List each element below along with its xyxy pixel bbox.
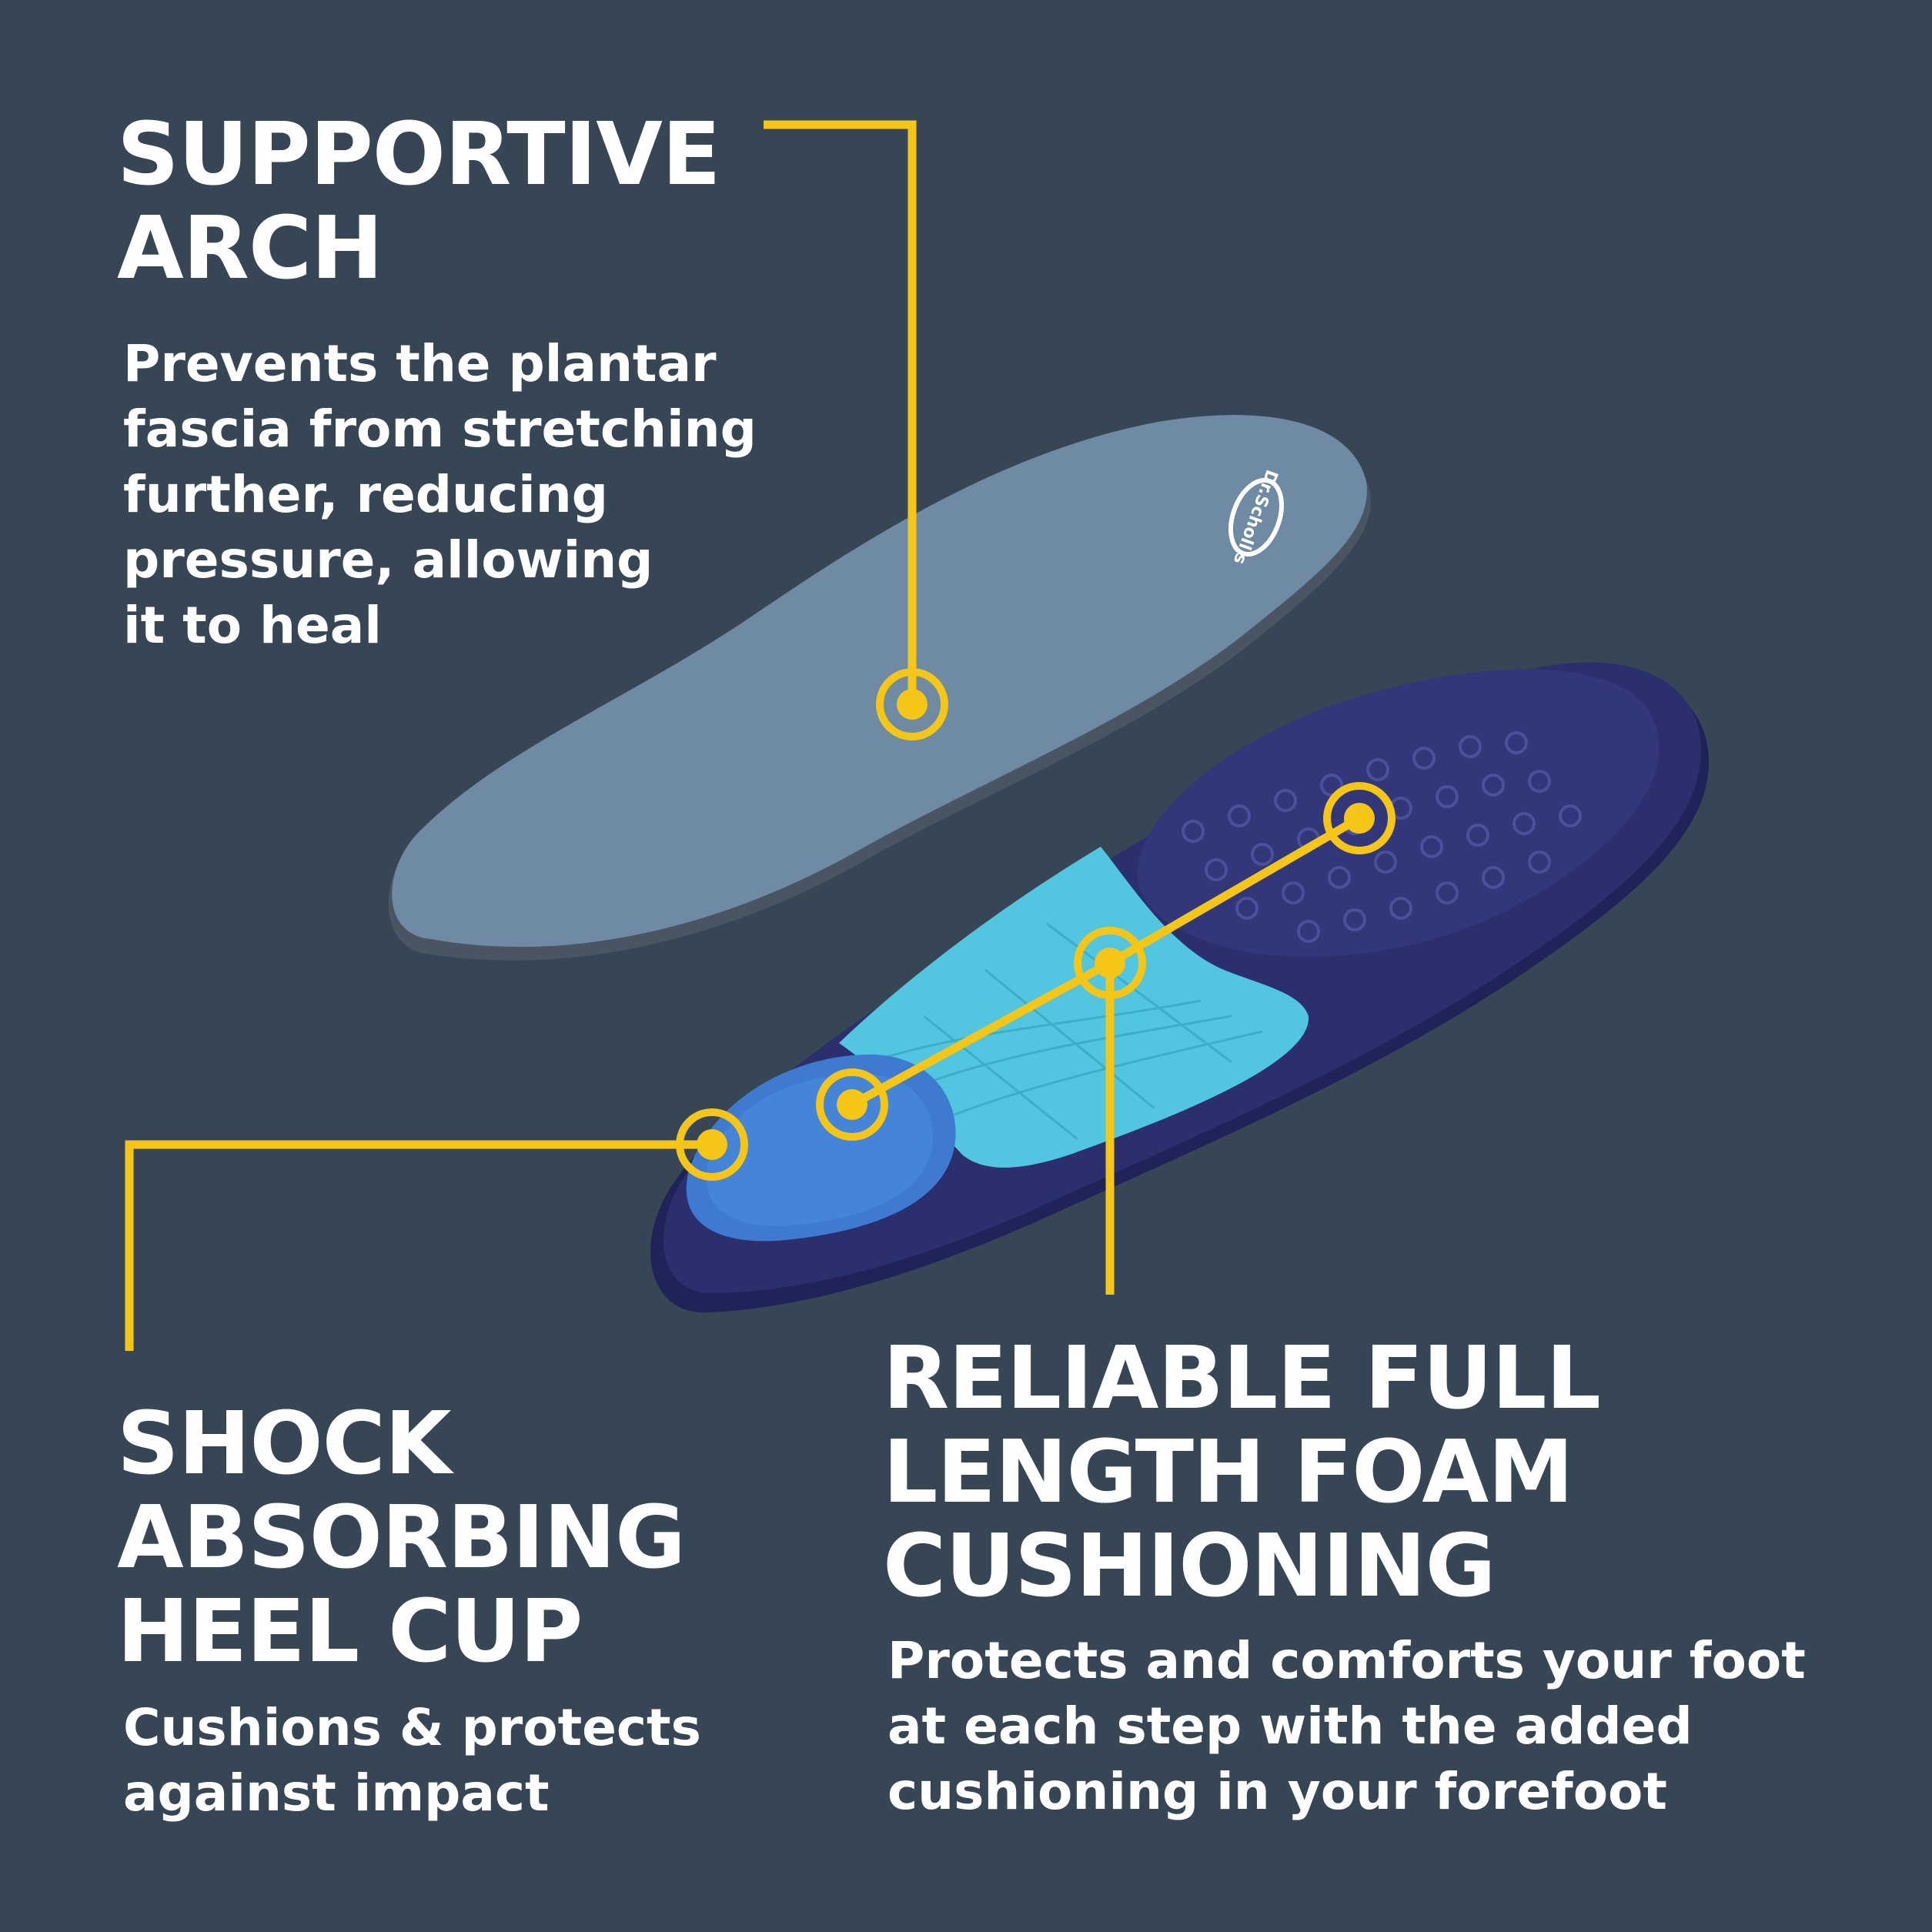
foam-title: RELIABLE FULL LENGTH FOAM CUSHIONING <box>883 1329 1601 1616</box>
heel-description-line: Cushions & protects <box>123 1698 701 1757</box>
arch-description-line: pressure, allowing <box>123 530 653 590</box>
foam-description-line: at each step with the added <box>887 1696 1693 1756</box>
heel-title: SHOCK ABSORBING HEEL CUP <box>117 1394 686 1682</box>
arch-title: SUPPORTIVE ARCH <box>117 108 720 296</box>
foam-description-line: Protects and comforts your foot <box>887 1631 1806 1690</box>
arch-description: Prevents the plantar fascia from stretch… <box>123 331 757 658</box>
arch-title-line: SUPPORTIVE <box>117 105 720 205</box>
heel-callout-line <box>125 1140 712 1351</box>
foam-description: Protects and comforts your foot at each … <box>887 1628 1806 1824</box>
foam-description-line: cushioning in your forefoot <box>887 1762 1667 1821</box>
arch-description-line: further, reducing <box>123 465 608 524</box>
heel-title-line: HEEL CUP <box>117 1582 583 1682</box>
arch-description-line: it to heal <box>123 596 382 655</box>
heel-description-line: against impact <box>123 1763 550 1823</box>
heel-title-line: SHOCK <box>117 1394 452 1494</box>
foam-title-line: LENGTH FOAM <box>883 1422 1574 1523</box>
heel-title-line: ABSORBING <box>117 1488 686 1588</box>
callout-ring-icon <box>1323 782 1396 854</box>
foam-title-line: CUSHIONING <box>883 1516 1496 1616</box>
arch-title-line: ARCH <box>117 199 383 299</box>
foam-title-line: RELIABLE FULL <box>883 1329 1601 1429</box>
heel-description: Cushions & protects against impact <box>123 1695 701 1826</box>
callout-ring-icon <box>816 1068 888 1141</box>
callout-ring-icon <box>1074 927 1146 999</box>
callout-ring-icon <box>876 668 948 740</box>
arch-callout-line <box>764 120 917 708</box>
arch-description-line: Prevents the plantar <box>123 334 717 393</box>
callout-ring-icon <box>676 1108 748 1181</box>
arch-description-line: fascia from stretching <box>123 399 757 459</box>
bottom-insole-image <box>650 662 1710 1313</box>
